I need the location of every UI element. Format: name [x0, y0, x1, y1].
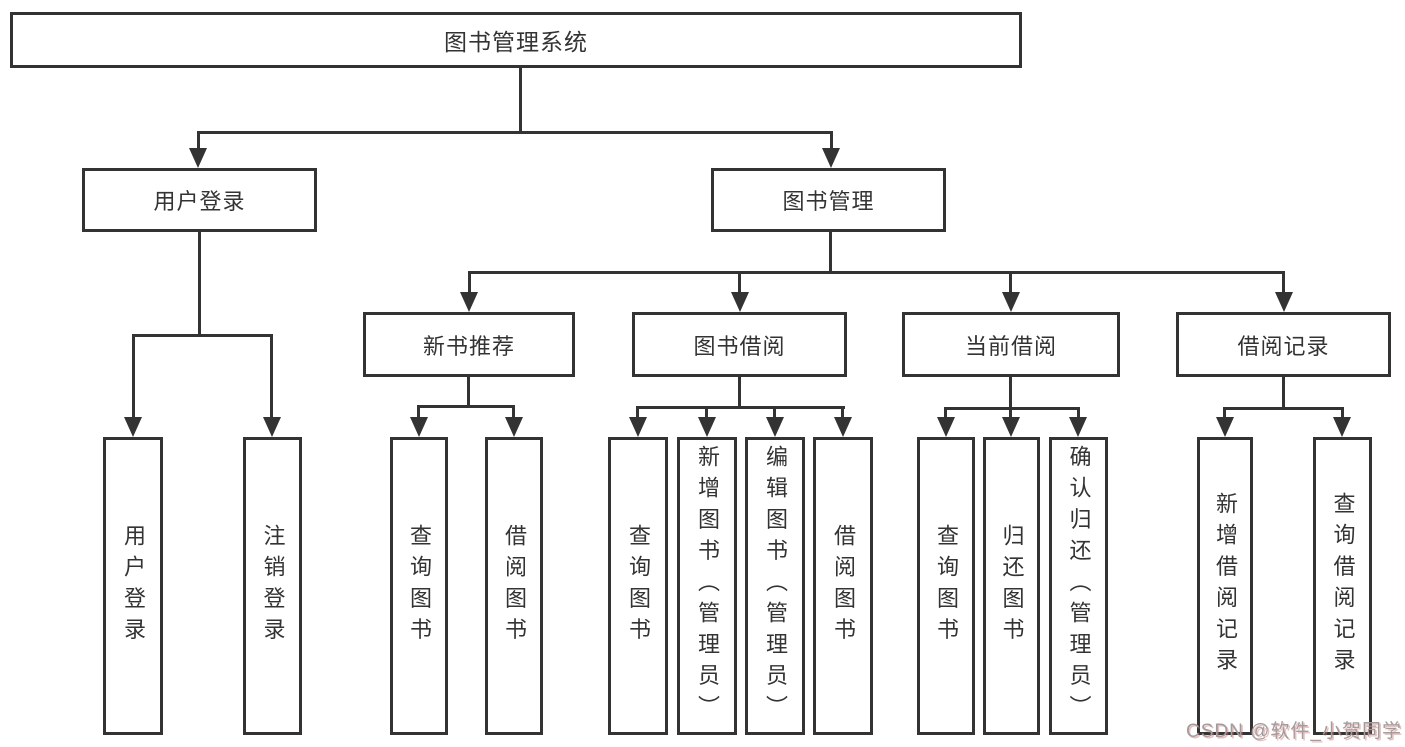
arrowhead-down-icon	[1216, 417, 1234, 437]
connector-line	[1009, 271, 1012, 295]
node-label: 查询图书	[934, 523, 959, 649]
connector-line	[270, 334, 273, 418]
leaf-query-borrow-record: 查询借阅记录	[1313, 437, 1372, 735]
connector-line	[1223, 407, 1344, 410]
node-label: 当前借阅	[964, 333, 1057, 359]
connector-line	[1009, 377, 1012, 409]
node-book-borrow: 图书借阅	[632, 312, 847, 377]
arrowhead-down-icon	[731, 292, 749, 312]
connector-line	[829, 232, 832, 274]
connector-line	[197, 131, 833, 134]
node-label: 编辑图书（管理员）	[763, 445, 788, 727]
leaf-query-books-current: 查询图书	[917, 437, 975, 735]
connector-line	[417, 405, 420, 419]
node-label: 确认归还（管理员）	[1066, 445, 1092, 727]
connector-line	[417, 405, 515, 408]
leaf-edit-book-admin: 编辑图书（管理员）	[745, 437, 805, 735]
leaf-confirm-return-admin: 确认归还（管理员）	[1049, 437, 1108, 735]
node-book-management: 图书管理	[711, 168, 946, 232]
connector-line	[512, 405, 515, 419]
arrowhead-down-icon	[1069, 417, 1087, 437]
node-label: 归还图书	[999, 523, 1025, 649]
leaf-return-books: 归还图书	[983, 437, 1040, 735]
arrowhead-down-icon	[766, 417, 784, 437]
node-label: 新书推荐	[422, 333, 515, 359]
connector-line	[944, 407, 947, 419]
node-library-management-system: 图书管理系统	[10, 12, 1022, 68]
connector-line	[1223, 407, 1226, 419]
connector-line	[830, 131, 833, 151]
leaf-borrow-books-borrow: 借阅图书	[813, 437, 873, 735]
node-new-book-recommend: 新书推荐	[363, 312, 575, 377]
connector-line	[636, 406, 845, 409]
arrowhead-down-icon	[1333, 417, 1351, 437]
connector-line	[198, 232, 201, 337]
leaf-add-borrow-record: 新增借阅记录	[1197, 437, 1253, 735]
node-label: 用户登录	[153, 189, 246, 214]
node-label: 图书借阅	[693, 333, 786, 359]
connector-line	[519, 67, 522, 133]
arrowhead-down-icon	[1002, 417, 1020, 437]
arrowhead-down-icon	[1275, 292, 1293, 312]
node-label: 图书管理	[782, 189, 875, 214]
connector-line	[773, 406, 776, 419]
leaf-borrow-books-recommend: 借阅图书	[485, 437, 543, 735]
arrowhead-down-icon	[263, 417, 281, 437]
arrowhead-down-icon	[189, 148, 207, 168]
node-current-borrow: 当前借阅	[902, 312, 1120, 377]
connector-line	[738, 271, 741, 295]
connector-line	[1077, 407, 1080, 419]
node-label: 图书管理系统	[444, 29, 588, 55]
leaf-user-login: 用户登录	[103, 437, 163, 735]
arrowhead-down-icon	[410, 417, 428, 437]
node-label: 查询图书	[407, 523, 432, 649]
node-user-login: 用户登录	[82, 168, 317, 232]
arrowhead-down-icon	[629, 417, 647, 437]
connector-line	[705, 406, 708, 419]
connector-line	[197, 131, 200, 151]
arrowhead-down-icon	[834, 417, 852, 437]
connector-line	[944, 407, 1080, 410]
node-label: 查询借阅记录	[1330, 492, 1356, 680]
connector-line	[738, 377, 741, 408]
arrowhead-down-icon	[460, 292, 478, 312]
node-label: 借阅记录	[1237, 333, 1330, 359]
leaf-add-book-admin: 新增图书（管理员）	[677, 437, 737, 735]
connector-line	[468, 271, 471, 295]
leaf-query-books-recommend: 查询图书	[390, 437, 448, 735]
node-label: 用户登录	[121, 523, 146, 649]
connector-line	[1009, 407, 1012, 419]
node-borrow-records: 借阅记录	[1176, 312, 1391, 377]
arrowhead-down-icon	[937, 417, 955, 437]
connector-line	[1282, 377, 1285, 409]
arrowhead-down-icon	[1002, 292, 1020, 312]
arrowhead-down-icon	[698, 417, 716, 437]
node-label: 注销登录	[260, 523, 286, 649]
connector-line	[132, 334, 135, 418]
leaf-query-books-borrow: 查询图书	[608, 437, 668, 735]
connector-line	[636, 406, 639, 419]
node-label: 查询图书	[626, 523, 651, 649]
connector-line	[1282, 271, 1285, 295]
arrowhead-down-icon	[505, 417, 523, 437]
node-label: 新增图书（管理员）	[695, 445, 720, 727]
connector-line	[841, 406, 844, 419]
connector-line	[468, 271, 1285, 274]
connector-line	[467, 377, 470, 407]
node-label: 借阅图书	[502, 523, 527, 649]
arrowhead-down-icon	[822, 148, 840, 168]
connector-line	[1341, 407, 1344, 419]
leaf-logout: 注销登录	[243, 437, 302, 735]
watermark: CSDN @软件_小贺同学	[1186, 721, 1402, 742]
node-label: 新增借阅记录	[1213, 492, 1238, 680]
arrowhead-down-icon	[124, 417, 142, 437]
node-label: 借阅图书	[831, 523, 856, 649]
connector-line	[132, 334, 273, 337]
